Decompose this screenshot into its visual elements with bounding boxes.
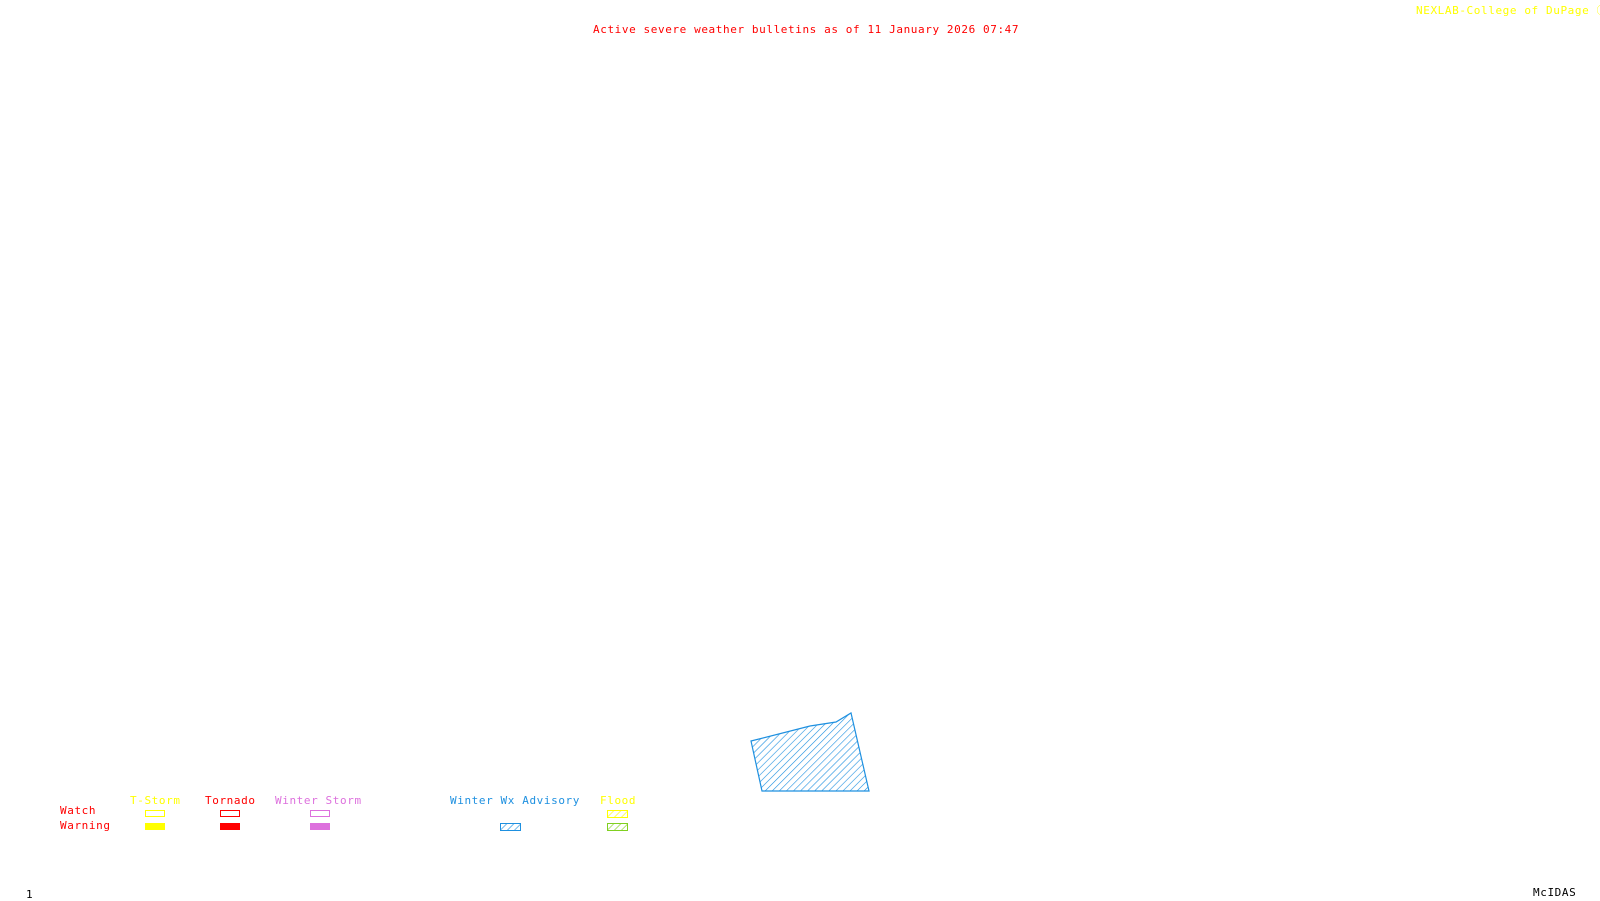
legend-winter-storm-watch-swatch: [310, 810, 330, 817]
credit-label: NEXLAB-College of DuPage Ⓡ: [1416, 4, 1600, 17]
legend-label-tstorm: T-Storm: [130, 794, 181, 807]
legend-label-tornado: Tornado: [205, 794, 256, 807]
legend-row-watch: Watch: [60, 804, 97, 817]
legend-flood-warning-swatch: [607, 823, 628, 831]
legend-tornado-watch-swatch: [220, 810, 240, 817]
legend-winter-storm-warning-swatch: [310, 823, 330, 830]
system-name: McIDAS: [1533, 886, 1577, 899]
legend-row-warning: Warning: [60, 819, 111, 832]
legend-winter-wx-advisory-swatch: [500, 823, 521, 831]
legend-flood-watch-swatch: [607, 810, 628, 818]
legend-label-flood: Flood: [600, 794, 637, 807]
legend-tstorm-watch-swatch: [145, 810, 165, 817]
legend-label-winter-wx-advisory: Winter Wx Advisory: [450, 794, 581, 807]
winter-wx-advisory-area[interactable]: [750, 712, 870, 792]
legend-label-winter-storm: Winter Storm: [275, 794, 362, 807]
legend-tstorm-warning-swatch: [145, 823, 165, 830]
legend-tornado-warning-swatch: [220, 823, 240, 830]
frame-number: 1: [26, 888, 34, 901]
page-title: Active severe weather bulletins as of 11…: [593, 23, 1020, 36]
